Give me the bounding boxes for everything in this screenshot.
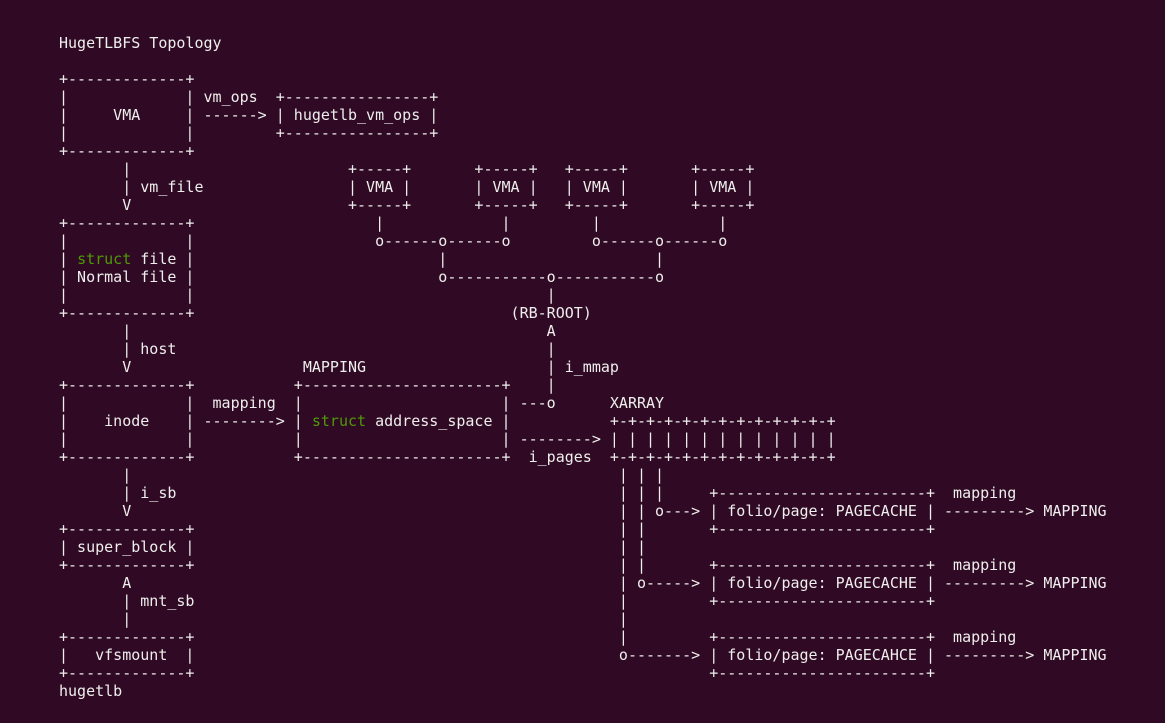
diagram-line: | | o------o------o o------o------o [59, 232, 728, 250]
diagram-line: | Normal file | o-----------o-----------… [59, 268, 665, 286]
diagram-line: +-------------+ (RB-ROOT) [59, 304, 592, 322]
diagram-line: +-------------+ +----------------------+… [59, 376, 556, 394]
diagram-line: V +-----+ +-----+ +-----+ +-----+ [59, 196, 755, 214]
diagram-line: | struct file | | | [59, 250, 665, 268]
diagram-line: | | | | --------> | | | | | | | | | | | … [59, 430, 836, 448]
diagram-line: +-------------+ +-----------------------… [59, 664, 935, 682]
diagram-line: | | | | [59, 466, 665, 484]
diagram-line: | i_sb | | | +-----------------------+ m… [59, 484, 1017, 502]
diagram-line: | +-----+ +-----+ +-----+ +-----+ [59, 160, 755, 178]
keyword-struct: struct [311, 412, 367, 430]
diagram-line: | | | [59, 286, 556, 304]
diagram-line: | | +----------------+ [59, 124, 439, 142]
diagram-line: V | | o---> | folio/page: PAGECACHE | --… [59, 502, 1107, 520]
diagram-line: V MAPPING | i_mmap [59, 358, 619, 376]
diagram-line: | host | [59, 340, 556, 358]
diagram-line: A | o-----> | folio/page: PAGECACHE | --… [59, 574, 1107, 592]
diagram-line: | VMA | ------> | hugetlb_vm_ops | [59, 106, 439, 124]
diagram-line [59, 52, 1107, 70]
diagram-line: | | [59, 610, 628, 628]
diagram-line: | | mapping | | ---o XARRAY [59, 394, 665, 412]
diagram-line: | super_block | | | [59, 538, 646, 556]
ascii-topology-diagram: HugeTLBFS Topology+-------------+| | vm_… [59, 34, 1107, 700]
diagram-title: HugeTLBFS Topology [59, 34, 222, 52]
diagram-line: hugetlb [59, 682, 123, 700]
diagram-line: | vm_file | VMA | | VMA | | VMA | | VMA … [59, 178, 755, 196]
keyword-struct: struct [77, 250, 132, 268]
diagram-line: | vfsmount | o-------> | folio/page: PAG… [59, 646, 1107, 664]
diagram-line: +-------------+ | | +-------------------… [59, 520, 935, 538]
diagram-line: | inode | --------> | struct address_spa… [59, 412, 836, 430]
diagram-line: | | vm_ops +----------------+ [59, 88, 439, 106]
diagram-line: +-------------+ | | +-------------------… [59, 556, 1017, 574]
diagram-line: +-------------+ [59, 70, 195, 88]
diagram-line: +-------------+ | | | | [59, 214, 728, 232]
diagram-line: | mnt_sb | +-----------------------+ [59, 592, 935, 610]
diagram-line: +-------------+ +----------------------+… [59, 448, 836, 466]
diagram-line: | A [59, 322, 556, 340]
diagram-line: +-------------+ [59, 142, 195, 160]
diagram-line: +-------------+ | +---------------------… [59, 628, 1017, 646]
